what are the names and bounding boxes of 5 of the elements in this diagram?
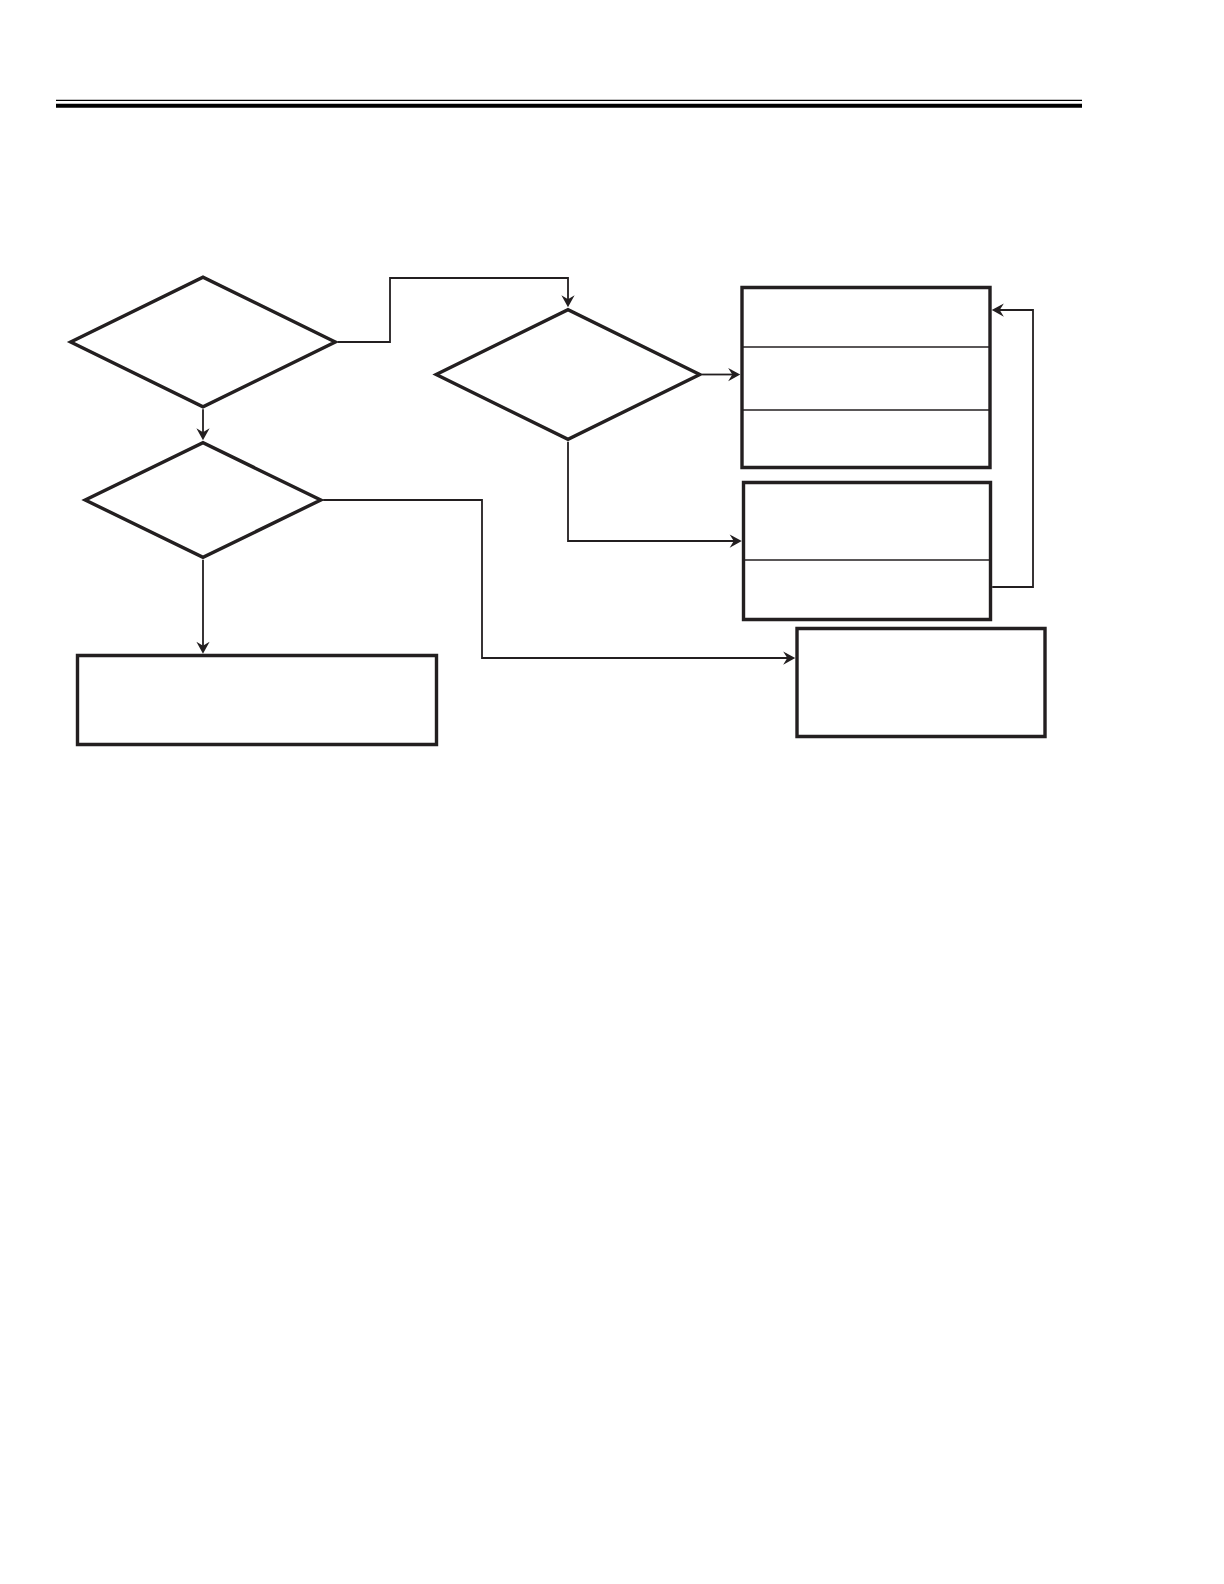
process-box: [75, 653, 439, 747]
arrow: [336, 277, 575, 343]
process-box: [741, 480, 993, 622]
process-box: [740, 285, 992, 470]
process-box: [795, 626, 1047, 739]
